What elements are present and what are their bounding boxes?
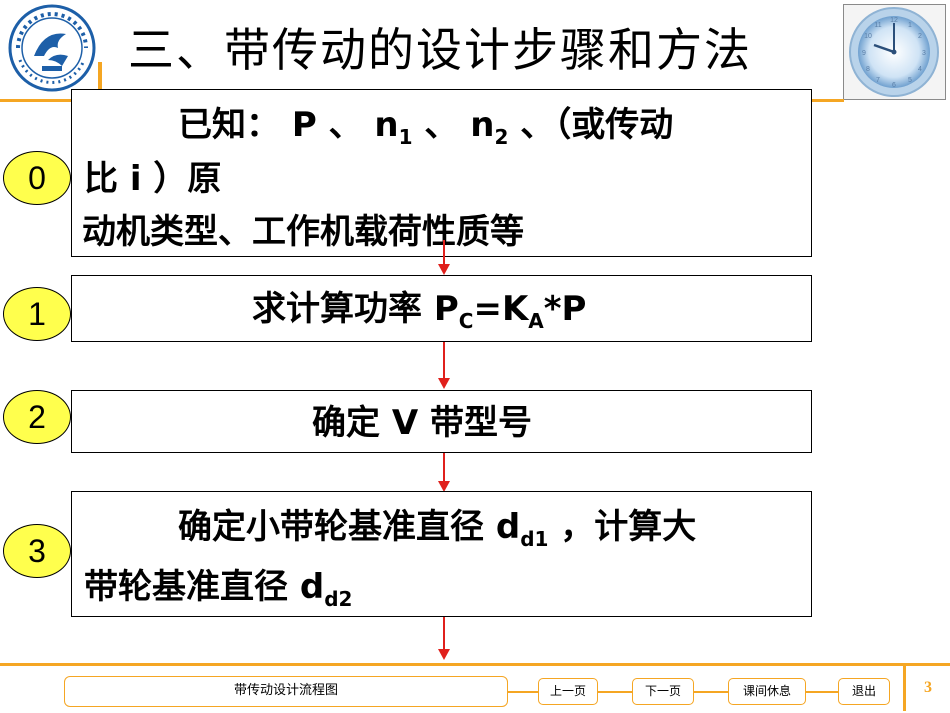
footer-caption: 带传动设计流程图 — [64, 676, 508, 707]
header-divider-vertical — [98, 62, 102, 102]
step-0-line-1: 已知： P 、 n1 、 n2 、（或传动 — [178, 105, 674, 149]
svg-text:10: 10 — [864, 33, 872, 40]
svg-text:6: 6 — [892, 82, 896, 89]
svg-text:5: 5 — [908, 77, 912, 84]
step-0-line-3: 动机类型、工作机载荷性质等 — [82, 212, 524, 252]
step-3-line-2: 带轮基准直径 dd2 — [84, 567, 353, 611]
next-page-button[interactable]: 下一页 — [632, 678, 694, 705]
step-badge-1: 1 — [3, 287, 71, 341]
footer-divider-vertical — [903, 663, 906, 711]
exit-button[interactable]: 退出 — [838, 678, 890, 705]
flow-arrow-3 — [438, 453, 450, 492]
step-3-line-1: 确定小带轮基准直径 dd1 ，计算大 — [178, 507, 697, 551]
svg-text:3: 3 — [922, 50, 926, 57]
page-number: 3 — [924, 679, 932, 696]
school-logo — [4, 4, 100, 92]
footer-connector — [806, 691, 838, 693]
flow-arrow-4 — [438, 617, 450, 660]
svg-text:2: 2 — [918, 33, 922, 40]
step-1-text: 求计算功率 PC=KA*P — [252, 289, 587, 333]
step-box-1: 求计算功率 PC=KA*P — [71, 275, 812, 342]
svg-text:11: 11 — [874, 22, 881, 29]
break-button[interactable]: 课间休息 — [728, 678, 806, 705]
flow-arrow-1 — [438, 240, 450, 275]
step-badge-3: 3 — [3, 524, 71, 578]
svg-text:8: 8 — [866, 66, 870, 73]
step-box-2: 确定 V 带型号 — [71, 390, 812, 453]
svg-text:4: 4 — [918, 66, 922, 73]
footer-divider — [0, 663, 950, 666]
step-2-text: 确定 V 带型号 — [312, 403, 532, 443]
footer-connector — [508, 691, 538, 693]
prev-page-button[interactable]: 上一页 — [538, 678, 598, 705]
flow-arrow-2 — [438, 342, 450, 389]
svg-text:7: 7 — [876, 77, 880, 84]
school-emblem-icon — [8, 4, 96, 92]
step-0-line-2: 比 i ）原 — [84, 159, 222, 199]
svg-text:1: 1 — [908, 22, 912, 29]
svg-text:9: 9 — [862, 50, 866, 57]
footer-connector — [694, 691, 728, 693]
slide-title: 三、带传动的设计步骤和方法 — [128, 23, 752, 77]
step-badge-0: 0 — [3, 151, 71, 205]
step-badge-2: 2 — [3, 390, 71, 444]
svg-text:12: 12 — [890, 17, 898, 24]
footer-connector — [598, 691, 632, 693]
step-box-0: 已知： P 、 n1 、 n2 、（或传动 比 i ）原 动机类型、工作机载荷性… — [71, 89, 812, 257]
step-box-3: 确定小带轮基准直径 dd1 ，计算大 带轮基准直径 dd2 — [71, 491, 812, 617]
